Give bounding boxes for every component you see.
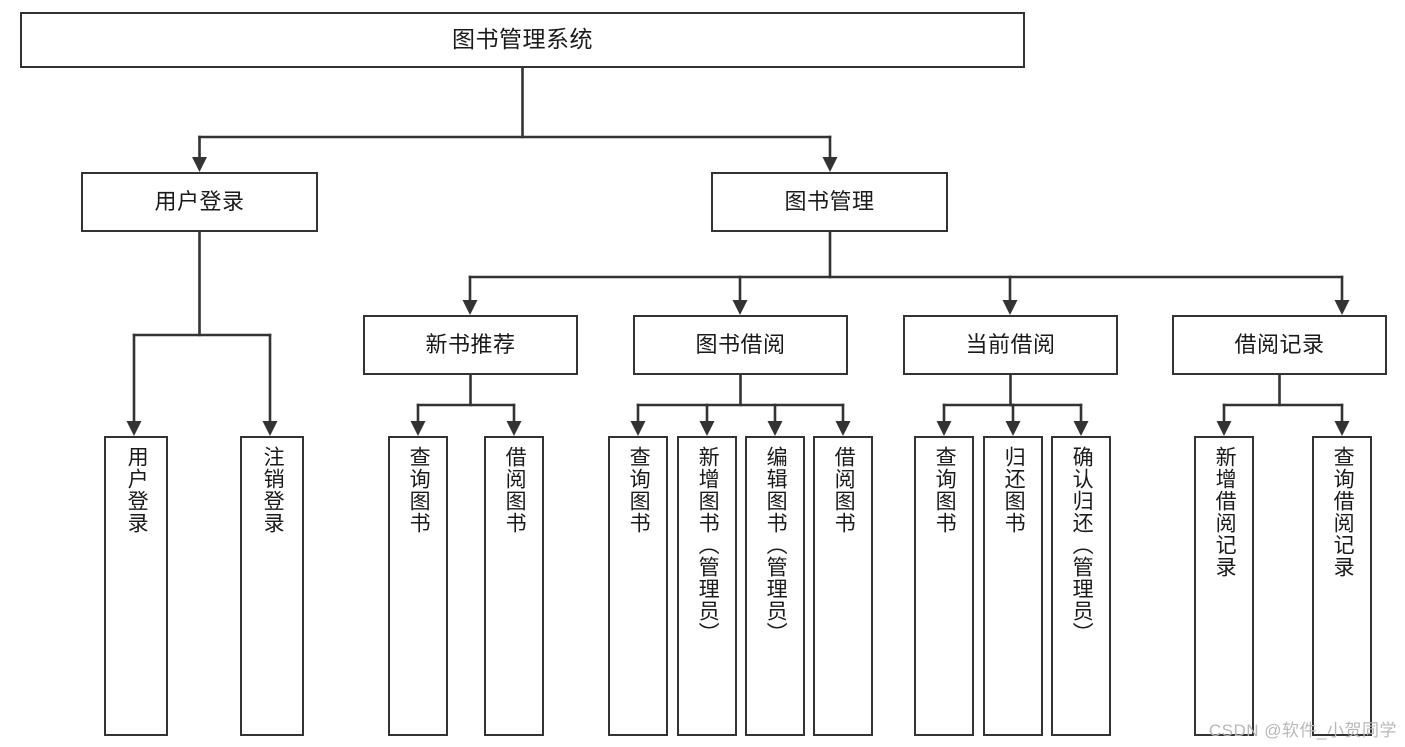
node-leaf-查询图书[interactable]: 查询图书 (914, 436, 974, 736)
node-label: 用户登录 (154, 189, 245, 215)
node-label: 图书管理 (784, 189, 875, 215)
node-leaf-查询借阅记录[interactable]: 查询借阅记录 (1312, 436, 1372, 736)
node-label: 查询图书 (933, 446, 957, 534)
node-label: 新增图书（管理员） (696, 446, 720, 644)
arrow-head-icon (506, 421, 522, 436)
arrow-head-icon (262, 421, 278, 436)
arrow-head-icon (1073, 421, 1089, 436)
node-l1-用户登录[interactable]: 用户登录 (81, 172, 318, 232)
node-leaf-注销登录[interactable]: 注销登录 (240, 436, 304, 736)
arrow-head-icon (767, 421, 783, 436)
node-l2-新书推荐[interactable]: 新书推荐 (363, 315, 578, 375)
arrow-head-icon (835, 421, 851, 436)
node-l2-借阅记录[interactable]: 借阅记录 (1172, 315, 1387, 375)
node-leaf-新增图书（管理员）[interactable]: 新增图书（管理员） (677, 436, 737, 736)
node-label: 图书借阅 (695, 332, 786, 358)
arrow-head-icon (192, 157, 207, 172)
node-leaf-查询图书[interactable]: 查询图书 (388, 436, 448, 736)
node-label: 查询借阅记录 (1331, 446, 1355, 578)
node-root-图书管理系统[interactable]: 图书管理系统 (20, 12, 1025, 68)
node-leaf-确认归还（管理员）[interactable]: 确认归还（管理员） (1051, 436, 1111, 736)
arrow-head-icon (699, 421, 715, 436)
arrow-head-icon (630, 421, 646, 436)
arrow-head-icon (1216, 421, 1232, 436)
node-leaf-归还图书[interactable]: 归还图书 (983, 436, 1043, 736)
node-label: 编辑图书（管理员） (764, 446, 788, 644)
arrow-head-icon (462, 300, 478, 315)
node-label: 图书管理系统 (452, 26, 593, 53)
node-label: 确认归还（管理员） (1070, 446, 1094, 644)
arrow-head-icon (1334, 421, 1350, 436)
node-label: 新增借阅记录 (1213, 446, 1237, 578)
node-label: 查询图书 (627, 446, 651, 534)
node-label: 新书推荐 (425, 332, 516, 358)
node-l2-当前借阅[interactable]: 当前借阅 (903, 315, 1118, 375)
arrow-head-icon (1002, 300, 1018, 315)
node-leaf-新增借阅记录[interactable]: 新增借阅记录 (1194, 436, 1254, 736)
node-label: 注销登录 (261, 446, 285, 534)
node-leaf-借阅图书[interactable]: 借阅图书 (813, 436, 873, 736)
node-label: 借阅记录 (1234, 332, 1325, 358)
arrow-head-icon (126, 421, 142, 436)
node-label: 借阅图书 (832, 446, 856, 534)
node-l1-图书管理[interactable]: 图书管理 (711, 172, 948, 232)
arrow-head-icon (1005, 421, 1021, 436)
node-l2-图书借阅[interactable]: 图书借阅 (633, 315, 848, 375)
node-label: 用户登录 (125, 446, 149, 534)
arrow-head-icon (822, 157, 838, 172)
node-label: 归还图书 (1002, 446, 1026, 534)
node-leaf-借阅图书[interactable]: 借阅图书 (484, 436, 544, 736)
node-leaf-查询图书[interactable]: 查询图书 (608, 436, 668, 736)
arrow-head-icon (1334, 300, 1350, 315)
arrow-head-icon (410, 421, 426, 436)
node-leaf-用户登录[interactable]: 用户登录 (104, 436, 168, 736)
arrow-head-icon (936, 421, 952, 436)
arrow-head-icon (732, 300, 748, 315)
node-label: 查询图书 (407, 446, 431, 534)
node-label: 借阅图书 (503, 446, 527, 534)
node-label: 当前借阅 (965, 332, 1056, 358)
node-leaf-编辑图书（管理员）[interactable]: 编辑图书（管理员） (745, 436, 805, 736)
